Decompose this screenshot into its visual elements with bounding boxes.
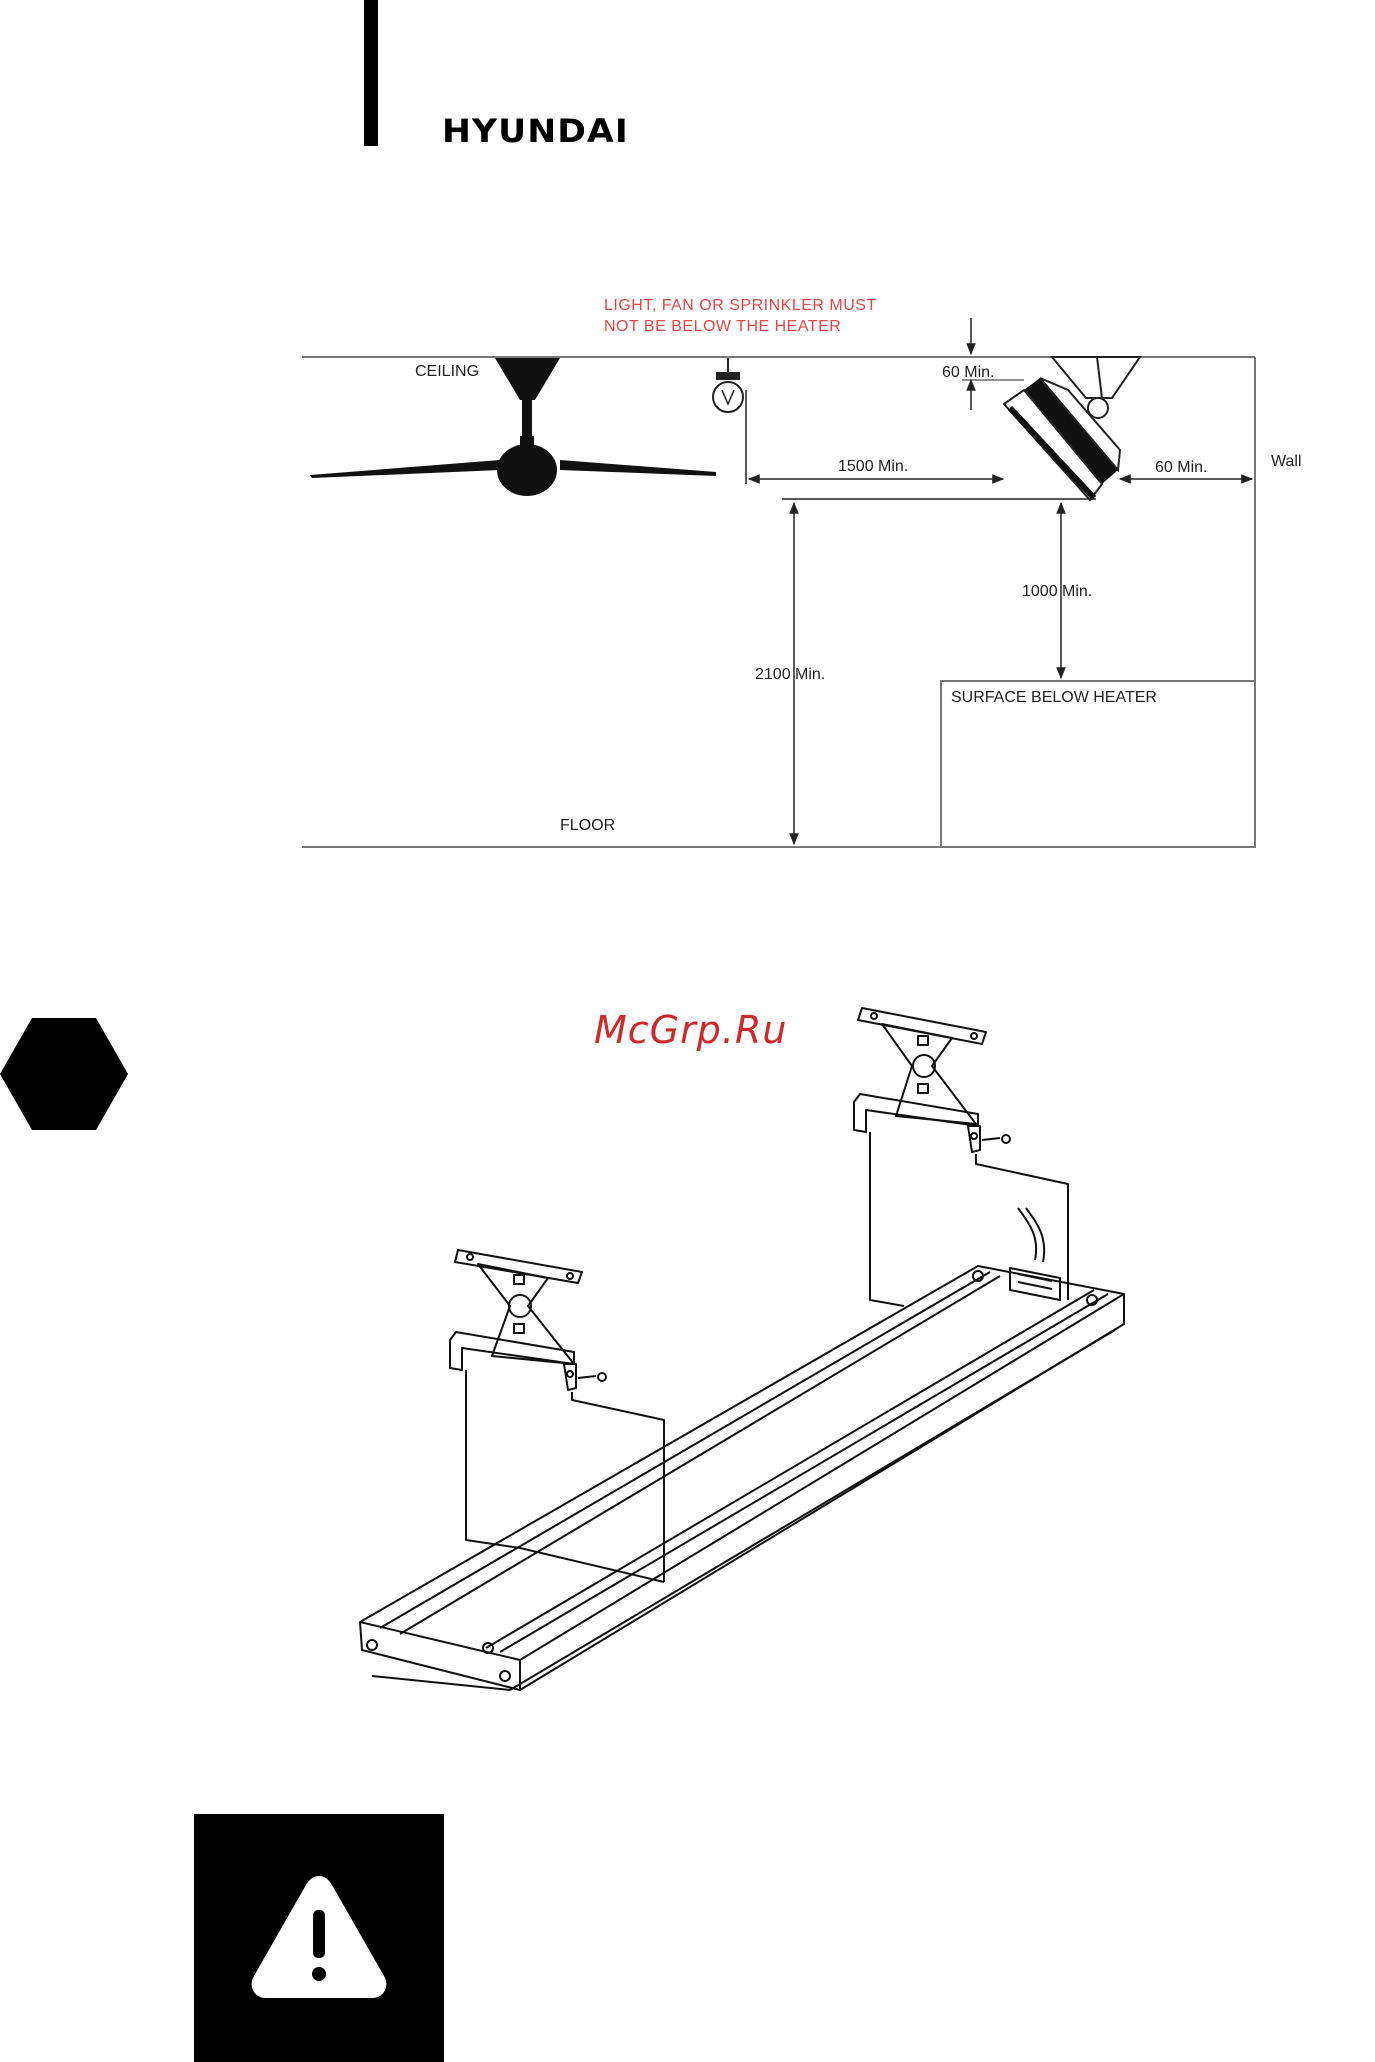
ceiling-label: CEILING: [415, 363, 479, 380]
warning-note-line-1: LIGHT, FAN OR SPRINKLER MUST: [604, 297, 877, 314]
clearance-diagram: 60 Min. 60 Min. 1500 Min. 1000 Min. 2100…: [0, 0, 1375, 880]
ceiling-fan-icon: [310, 358, 716, 496]
left-bracket: [450, 1250, 664, 1582]
warning-panel: [194, 1814, 444, 2062]
light-fixture-icon: [713, 358, 743, 412]
dim-wall-label: 60 Min.: [1155, 459, 1207, 476]
surface-label: SURFACE BELOW HEATER: [951, 689, 1157, 706]
mounting-illustration: [0, 990, 1375, 1710]
dim-surface-label: 1000 Min.: [1022, 583, 1092, 600]
heater-icon: [1004, 357, 1140, 500]
floor-label: FLOOR: [560, 817, 615, 834]
warning-note-line-2: NOT BE BELOW THE HEATER: [604, 318, 841, 335]
warning-triangle-icon: [194, 1814, 444, 2062]
dim-ceiling-label: 60 Min.: [942, 364, 994, 381]
dim-floor-label: 2100 Min.: [755, 666, 825, 683]
right-bracket: [854, 1008, 1068, 1306]
heater-body: [360, 1208, 1124, 1690]
wall-label: Wall: [1271, 453, 1302, 470]
dim-horizontal-label: 1500 Min.: [838, 458, 908, 475]
